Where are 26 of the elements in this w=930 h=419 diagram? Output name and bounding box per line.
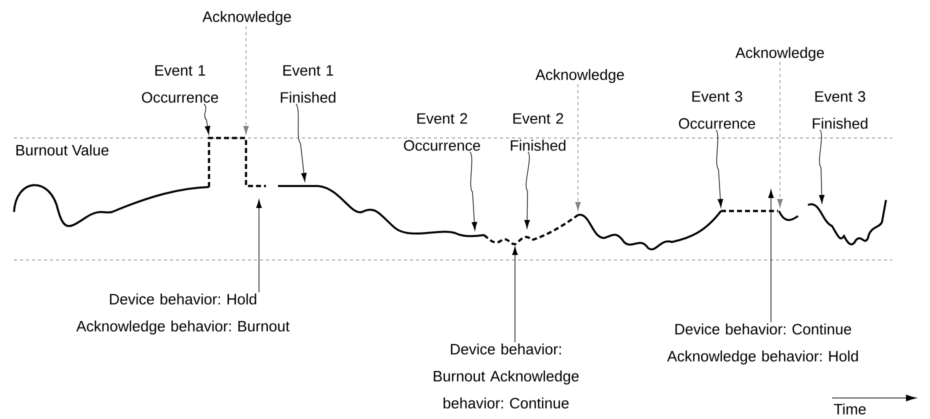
leader-line (818, 130, 825, 204)
leader-line (204, 104, 210, 135)
leader-line (470, 152, 478, 231)
leader-line (716, 130, 724, 208)
event-label: Event 1 Finished (280, 65, 336, 103)
leader-line (296, 104, 307, 182)
level-label: Burnout Value (16, 144, 108, 156)
leader-line (777, 62, 783, 208)
leader-line (575, 84, 581, 211)
acknowledge-label: Acknowledge (535, 69, 624, 83)
arrow (768, 189, 774, 323)
behavior-note: Device behavior: Continue Acknowledge behavior: Hold (667, 324, 858, 364)
leader-line (243, 26, 249, 135)
event-label: Event 2 Finished (510, 113, 566, 151)
event-label: Event 2 Occurrence (404, 113, 480, 151)
behavior-note: Device behavior: Hold Acknowledge behavior: Burnout (76, 294, 290, 334)
behavior-note: Device behavior: Burnout Acknowledge behavior: Continue (434, 343, 579, 408)
arrow (512, 246, 518, 343)
time-label: Time (834, 403, 866, 414)
leader-line (524, 152, 530, 229)
acknowledge-label: Acknowledge (202, 11, 291, 25)
acknowledge-label: Acknowledge (735, 47, 824, 61)
event-label: Event 1 Occurrence (142, 65, 218, 103)
event-label: Event 3 Occurrence (678, 91, 756, 129)
arrow (256, 199, 262, 293)
event-label: Event 3 Finished (812, 91, 868, 129)
